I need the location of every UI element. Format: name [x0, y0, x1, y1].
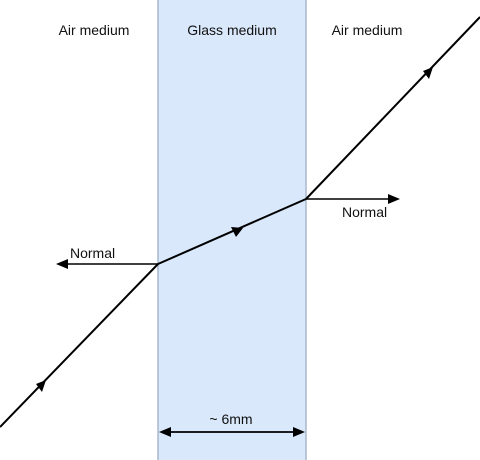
thickness-right-arrowhead: [293, 427, 305, 437]
thickness-left-arrowhead: [159, 427, 171, 437]
glass-slab: [158, 0, 306, 460]
right-medium-label: Air medium: [332, 22, 403, 38]
middle-medium-label: Glass medium: [187, 22, 276, 38]
left-medium-label: Air medium: [59, 22, 130, 38]
left-normal-label: Normal: [70, 245, 115, 261]
emergent-ray-arrowhead: [423, 67, 433, 79]
right-normal-label: Normal: [342, 204, 387, 220]
left-normal-arrowhead: [56, 259, 68, 269]
right-normal-arrowhead: [388, 194, 400, 204]
refracted-ray-arrowhead: [231, 227, 243, 237]
emergent-ray: [305, 16, 480, 200]
thickness-label: ~ 6mm: [209, 411, 252, 427]
incident-ray-arrowhead: [36, 380, 46, 392]
incident-ray: [0, 263, 159, 428]
refracted-ray: [157, 198, 307, 265]
